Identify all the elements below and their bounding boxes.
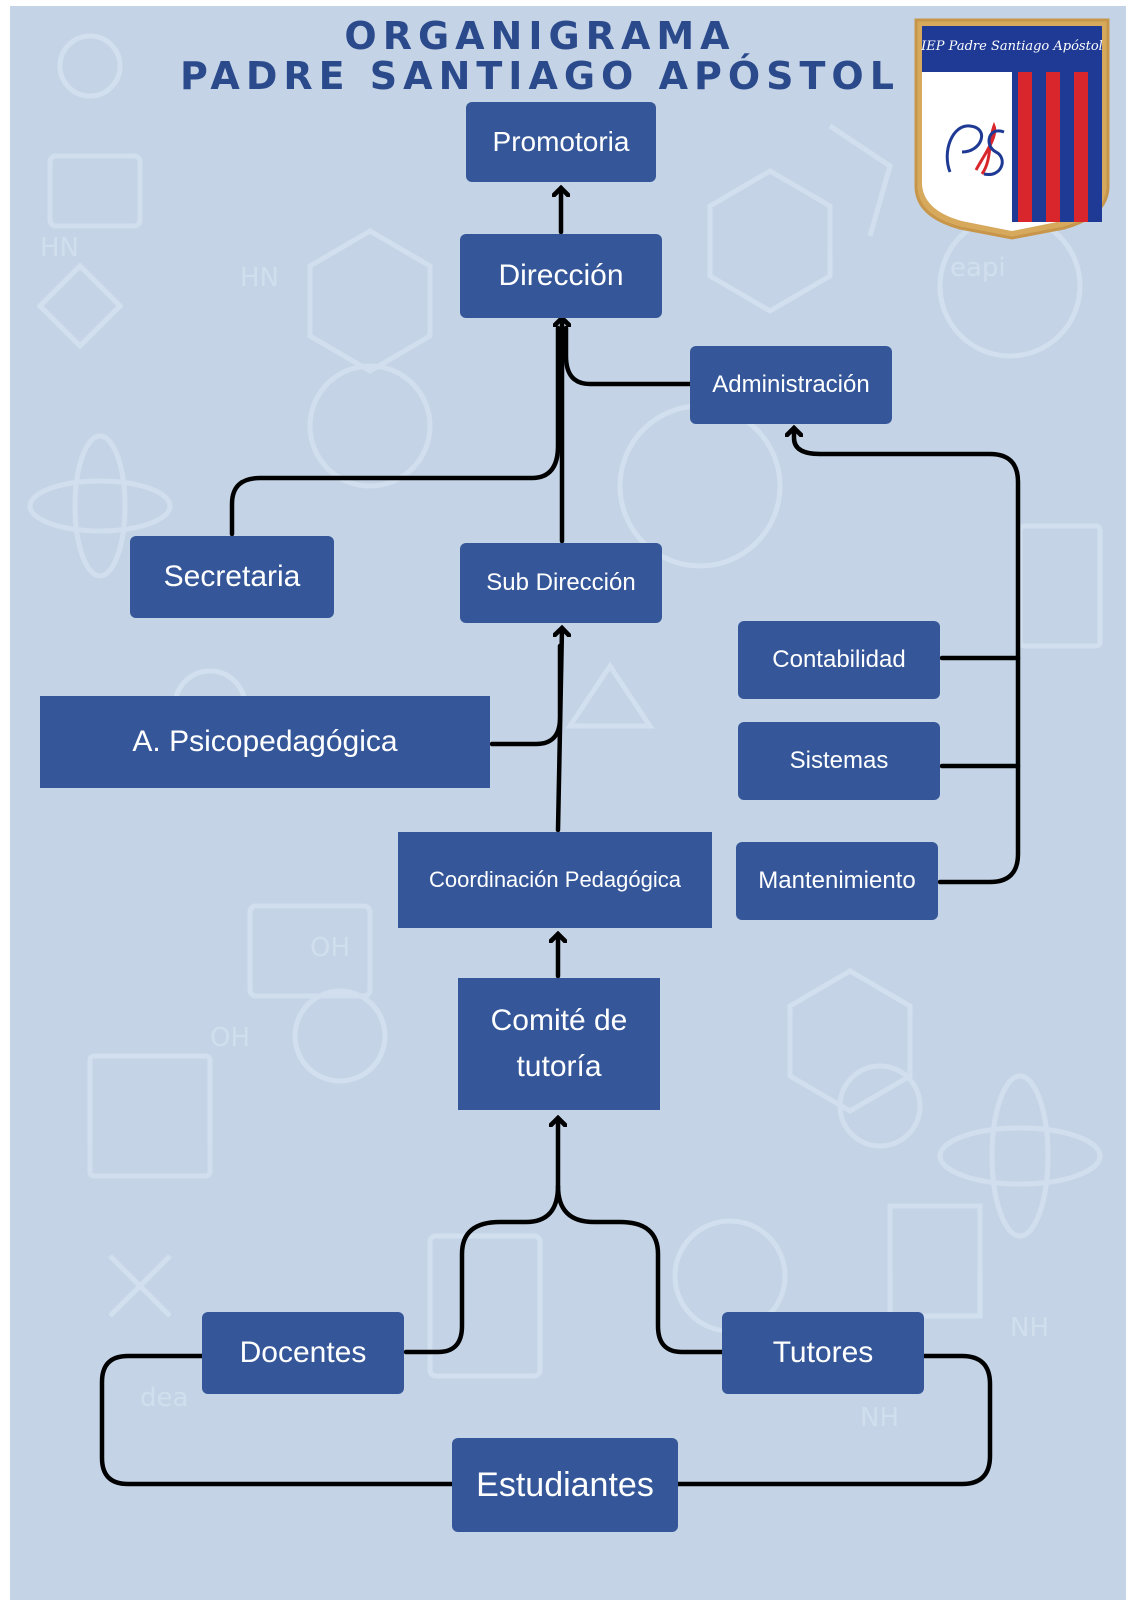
- connector-lines: [99, 6, 1021, 1487]
- node-tutores: Tutores: [722, 1312, 924, 1394]
- node-sub-direccion-label: Sub Dirección: [486, 569, 636, 596]
- edge-estudiantes-docentes: [99, 1353, 461, 1487]
- org-chart-canvas: HN HN eapi OH OH dea NH NH ORGANIGRAMA P…: [10, 6, 1126, 1600]
- svg-text:dea: dea: [140, 1383, 188, 1413]
- node-comite-tutoria: Comité de tutoría: [458, 978, 660, 1110]
- node-direccion: Dirección: [460, 234, 662, 318]
- svg-text:HN: HN: [240, 263, 279, 293]
- edge-docentes-comite: [403, 1118, 558, 1355]
- node-docentes-label: Docentes: [239, 1336, 367, 1369]
- node-psicopedagogica-label: A. Psicopedagógica: [132, 725, 398, 758]
- node-promotoria: Promotoria: [466, 102, 656, 182]
- node-mantenimiento-label: Mantenimiento: [758, 867, 916, 894]
- edge-mantenimiento-administracion: [794, 428, 1021, 885]
- svg-text:eapi: eapi: [950, 253, 1006, 283]
- node-administracion: Administración: [690, 346, 892, 424]
- node-sistemas: Sistemas: [738, 722, 940, 800]
- node-estudiantes: Estudiantes: [452, 1438, 678, 1532]
- node-contabilidad: Contabilidad: [738, 621, 940, 699]
- svg-text:NH: NH: [1010, 1313, 1049, 1343]
- node-administracion-label: Administración: [712, 371, 870, 398]
- svg-text:OH: OH: [210, 1023, 250, 1053]
- edge-administracion-direccion: [563, 325, 695, 387]
- node-direccion-label: Dirección: [498, 259, 624, 292]
- node-psicopedagogica: A. Psicopedagógica: [40, 696, 490, 788]
- crest-monogram-icon: [945, 121, 1005, 176]
- crest-school-name: IEP Padre Santiago Apóstol: [921, 39, 1103, 54]
- school-crest-logo: IEP Padre Santiago Apóstol: [914, 16, 1110, 240]
- svg-text:NH: NH: [860, 1403, 899, 1433]
- node-comite-label-line-1: Comité de: [490, 1004, 628, 1037]
- node-comite-label-line-2: tutoría: [516, 1050, 602, 1083]
- edge-secretaria-direccion: [229, 325, 561, 537]
- node-sub-direccion: Sub Dirección: [460, 543, 662, 623]
- edge-estudiantes-tutores: [673, 1353, 993, 1487]
- node-coordinacion-label: Coordinación Pedagógica: [429, 867, 681, 892]
- title-line-1: ORGANIGRAMA: [344, 14, 736, 58]
- svg-text:OH: OH: [310, 933, 350, 963]
- edge-psicopedagogica-subdireccion: [489, 643, 563, 747]
- node-secretaria-label: Secretaria: [163, 560, 301, 593]
- node-tutores-label: Tutores: [772, 1336, 874, 1369]
- chart-title: ORGANIGRAMA PADRE SANTIAGO APÓSTOL: [160, 16, 920, 96]
- svg-text:HN: HN: [40, 233, 79, 263]
- node-contabilidad-label: Contabilidad: [772, 646, 906, 673]
- node-secretaria: Secretaria: [130, 536, 334, 618]
- node-promotoria-label: Promotoria: [492, 126, 630, 157]
- node-coordinacion-pedagogica: Coordinación Pedagógica: [398, 832, 712, 928]
- node-sistemas-label: Sistemas: [789, 747, 889, 774]
- node-estudiantes-label: Estudiantes: [476, 1465, 654, 1504]
- node-mantenimiento: Mantenimiento: [736, 842, 938, 920]
- title-line-2: PADRE SANTIAGO APÓSTOL: [180, 54, 900, 98]
- edge-tutores-comite: [555, 1183, 725, 1355]
- node-docentes: Docentes: [202, 1312, 404, 1394]
